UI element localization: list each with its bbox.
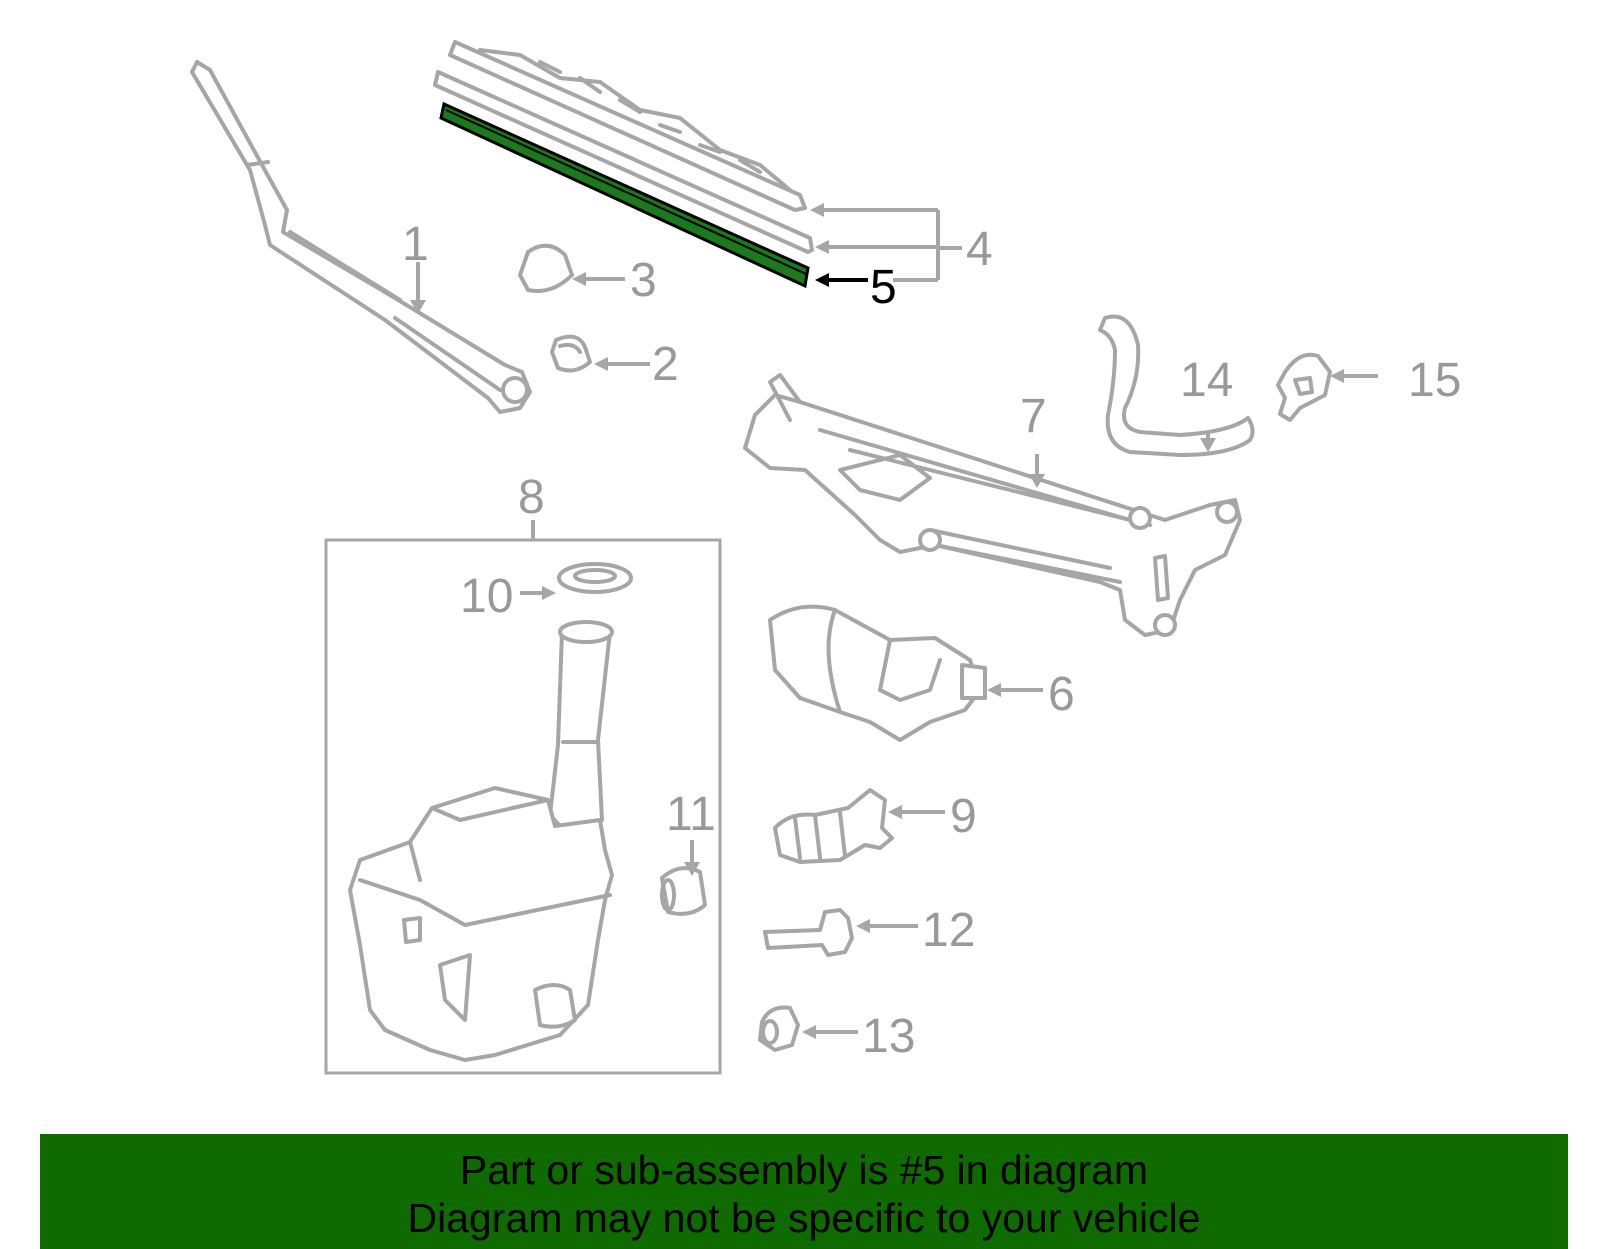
pivot-nut-part <box>550 334 592 373</box>
callout-9[interactable]: 9 <box>950 790 977 843</box>
callout-15[interactable]: 15 <box>1408 354 1461 407</box>
bolt-part <box>763 908 854 957</box>
callout-10[interactable]: 10 <box>460 570 513 623</box>
wiper-arm-part <box>190 60 532 414</box>
grommet-part <box>660 866 707 916</box>
callout-8[interactable]: 8 <box>518 471 545 524</box>
washer-reservoir-assembly-part <box>324 538 722 1075</box>
callout-5-highlighted[interactable]: 5 <box>870 261 897 314</box>
arm-cap-part <box>518 243 574 293</box>
callout-3[interactable]: 3 <box>630 254 657 307</box>
callout-11[interactable]: 11 <box>666 788 716 841</box>
washer-nozzle-part <box>1276 352 1332 422</box>
callout-2[interactable]: 2 <box>652 338 679 391</box>
callout-7[interactable]: 7 <box>1020 390 1047 443</box>
nut-part <box>758 1005 800 1052</box>
wiper-linkage-part <box>743 373 1242 637</box>
callout-12[interactable]: 12 <box>922 904 975 957</box>
callout-1[interactable]: 1 <box>402 218 429 271</box>
leader-lines <box>410 203 1378 1039</box>
washer-pump-part <box>773 788 894 864</box>
washer-hose-part <box>1098 314 1255 457</box>
blade-insert-part-highlighted <box>439 101 810 289</box>
banner-line-disclaimer: Diagram may not be specific to your vehi… <box>407 1195 1201 1241</box>
wiper-blade-assembly-part <box>433 40 814 254</box>
banner-line-part-number: Part or sub-assembly is #5 in diagram <box>459 1147 1149 1193</box>
callout-6[interactable]: 6 <box>1048 668 1075 721</box>
wiper-motor-part <box>768 604 987 742</box>
callout-4[interactable]: 4 <box>966 223 993 276</box>
reservoir-seal-part <box>557 562 633 594</box>
callout-13[interactable]: 13 <box>862 1010 915 1063</box>
callout-14[interactable]: 14 <box>1180 354 1233 407</box>
info-banner: Part or sub-assembly is #5 in diagram Di… <box>40 1134 1568 1249</box>
